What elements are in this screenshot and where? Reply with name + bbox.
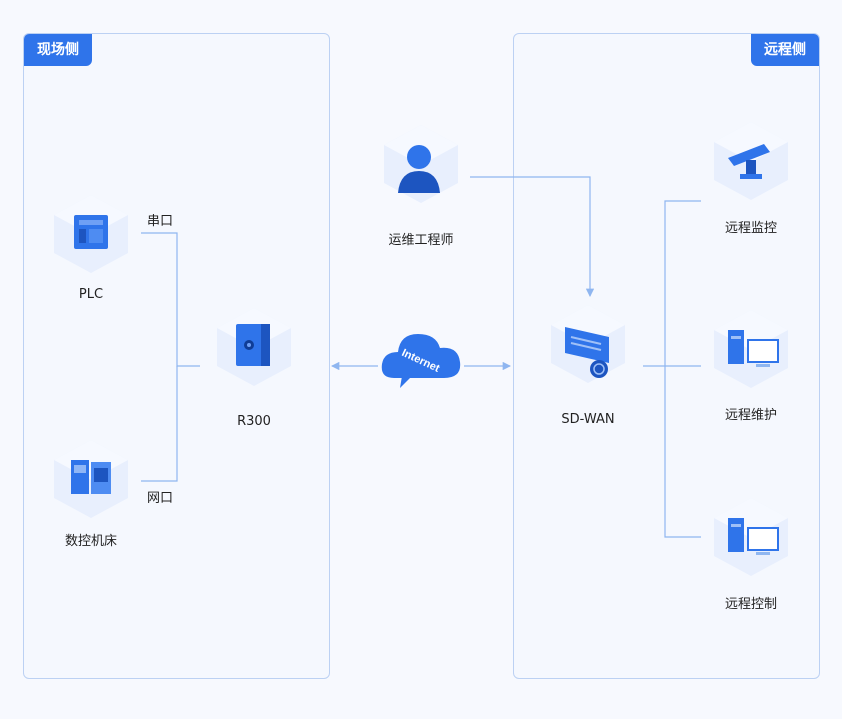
plc-label: PLC xyxy=(78,287,104,302)
maintain-label: 远程维护 xyxy=(724,408,778,423)
internet-cloud-icon: Internet xyxy=(381,334,461,388)
plc-link xyxy=(141,232,200,367)
r300-label: R300 xyxy=(237,414,271,429)
computer-icon xyxy=(714,310,788,388)
sdwan-node[interactable] xyxy=(543,297,633,387)
cnc-node[interactable] xyxy=(46,432,136,522)
engineer-person-icon xyxy=(384,125,458,203)
plc-node[interactable] xyxy=(46,187,136,277)
r300-node[interactable] xyxy=(209,300,299,390)
camera-icon xyxy=(714,122,788,200)
engineer-node[interactable] xyxy=(376,117,466,207)
monitor-node[interactable] xyxy=(706,114,796,204)
cnc-machine-icon xyxy=(54,440,128,518)
sdwan-gateway-icon xyxy=(551,305,625,383)
engineer-sdwan-arrow xyxy=(470,176,595,298)
router-icon xyxy=(217,308,291,386)
control-label: 远程控制 xyxy=(724,597,778,612)
cnc-label: 数控机床 xyxy=(64,534,118,549)
site-side-title: 现场侧 xyxy=(24,34,92,66)
remote-bus xyxy=(664,200,701,538)
serial-port-label: 串口 xyxy=(147,214,174,229)
sdwan-label: SD-WAN xyxy=(561,412,615,427)
monitor-label: 远程监控 xyxy=(724,221,778,236)
engineer-label: 运维工程师 xyxy=(388,233,454,248)
plc-icon xyxy=(54,195,128,273)
control-node[interactable] xyxy=(706,490,796,580)
cnc-link xyxy=(141,366,178,482)
maintain-node[interactable] xyxy=(706,302,796,392)
remote-side-title: 远程侧 xyxy=(751,34,819,66)
computer-icon xyxy=(714,498,788,576)
ethernet-port-label: 网口 xyxy=(147,491,174,506)
